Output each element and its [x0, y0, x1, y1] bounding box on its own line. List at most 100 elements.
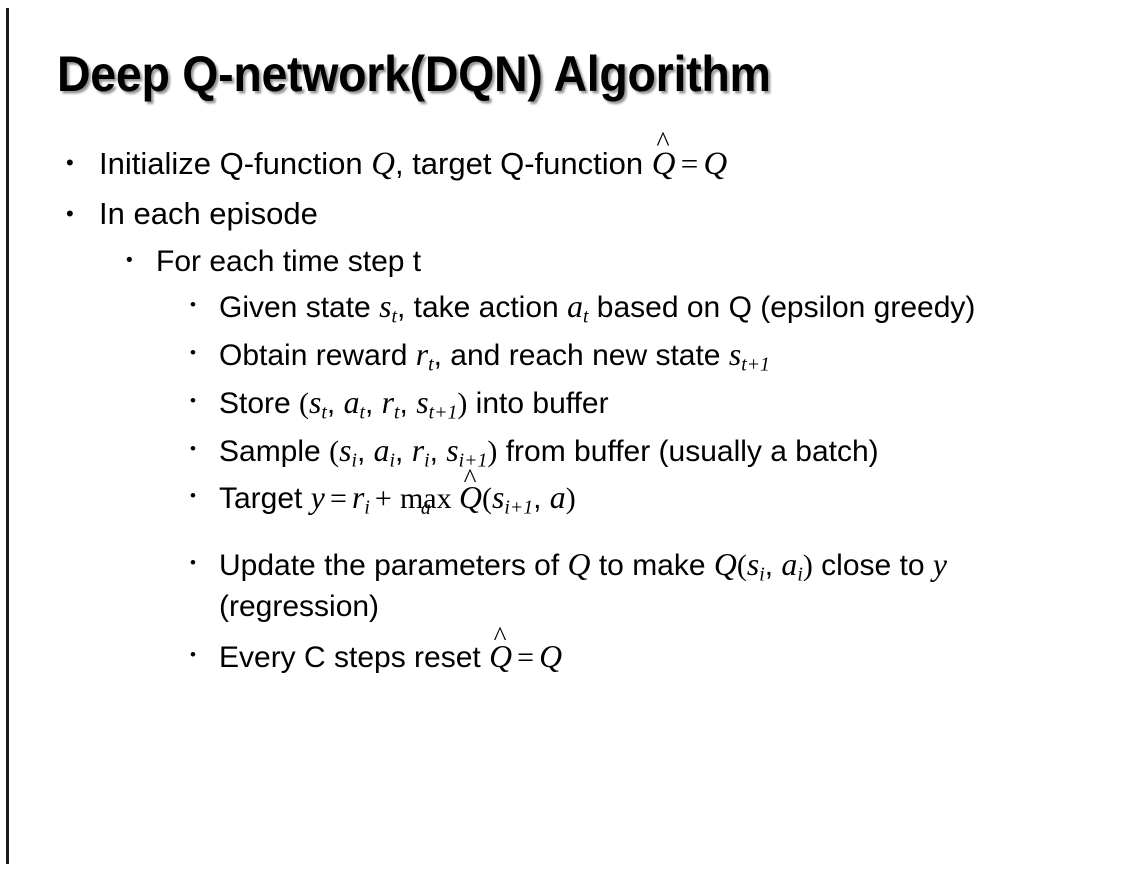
bullet-marker: •	[190, 553, 196, 573]
text-fragment: Given state	[219, 291, 380, 324]
math-subscript-i: i	[759, 563, 765, 586]
text-fragment: , and reach new state	[433, 338, 729, 372]
math-equals: =	[329, 482, 347, 516]
math-var-r: r	[381, 384, 395, 420]
math-separator: ,	[399, 386, 417, 420]
math-var-r: r	[351, 480, 365, 516]
list-item-text: In each episode	[99, 195, 318, 231]
math-subscript-i-plus-1: i+1	[458, 449, 488, 472]
math-equals: =	[517, 640, 535, 674]
list-item-text: Update the parameters of Q to make Q(si,…	[190, 545, 1099, 626]
math-var-s-next: s	[416, 384, 429, 420]
list-item-for-each-time-step: • For each time step t	[0, 242, 1124, 281]
math-var-q: Q	[539, 638, 563, 674]
text-fragment: from buffer (usually a batch)	[497, 434, 879, 468]
math-var-q-hat: ^Q	[652, 128, 676, 186]
text-fragment: Update the parameters of	[219, 549, 568, 583]
math-subscript-i: i	[351, 449, 357, 472]
math-subscript-t: t	[391, 305, 397, 328]
algorithm-bullet-list: • Initialize Q-function Q, target Q-func…	[0, 128, 1124, 682]
text-fragment: Every C steps reset	[219, 640, 490, 674]
math-equals: =	[680, 146, 699, 181]
text-fragment: Target	[219, 482, 311, 516]
math-separator: ,	[365, 386, 382, 420]
max-label: max	[399, 482, 452, 516]
math-var-r: r	[415, 336, 429, 372]
text-fragment: Sample	[219, 434, 330, 468]
math-close-paren: )	[565, 482, 576, 516]
math-close-paren: )	[487, 434, 498, 468]
math-separator: ,	[764, 549, 782, 583]
bullet-marker: •	[190, 342, 196, 362]
math-subscript-i: i	[364, 496, 370, 519]
math-subscript-t: t	[359, 401, 366, 424]
text-fragment: , take action	[396, 291, 568, 324]
math-subscript-t: t	[321, 401, 327, 424]
text-fragment: to make	[590, 549, 714, 583]
text-fragment: close to	[812, 549, 933, 583]
math-subscript-t: t	[582, 305, 589, 328]
math-subscript-t: t	[428, 353, 434, 376]
list-item-update-parameters: • Update the parameters of Q to make Q(s…	[0, 545, 1124, 626]
list-item-text: Initialize Q-function Q, target Q-functi…	[66, 128, 1124, 186]
math-var-s: s	[746, 547, 760, 583]
list-item-text: Store (st, at, rt, st+1) into buffer	[190, 383, 1099, 426]
math-subscript-t-plus-1: t+1	[428, 401, 458, 424]
math-var-a: a	[343, 384, 360, 420]
math-var-q-hat: ^Q	[459, 464, 482, 519]
hat-accent: ^	[493, 620, 507, 651]
math-separator: ,	[326, 386, 344, 420]
text-fragment: , target Q-function	[394, 146, 652, 181]
page-title: Deep Q-network(DQN) Algorithm	[57, 46, 771, 102]
math-var-s: s	[379, 289, 392, 324]
list-item-text: Obtain reward rt, and reach new state st…	[190, 335, 1099, 378]
max-underscript-a: a	[420, 496, 431, 519]
list-item-text: Sample (si, ai, ri, si+1) from buffer (u…	[190, 431, 1099, 474]
math-var-q-base: Q	[489, 638, 513, 674]
math-var-q2: Q	[703, 146, 728, 182]
text-fragment: Store	[219, 386, 300, 420]
bullet-marker: •	[66, 150, 74, 175]
math-subscript-i: i	[797, 563, 803, 586]
bullet-marker: •	[190, 390, 196, 410]
text-fragment: based on Q (epsilon greedy)	[588, 291, 976, 324]
math-var-s: s	[728, 336, 742, 372]
math-separator: ,	[395, 434, 412, 468]
bullet-marker: •	[190, 438, 196, 458]
math-var-a: a	[781, 547, 798, 583]
math-var-q-base: Q	[459, 480, 482, 516]
math-var-a: a	[567, 289, 583, 324]
hat-accent: ^	[656, 126, 670, 158]
math-close-paren: )	[802, 549, 813, 583]
list-item-given-state: • Given state st, take action at based o…	[0, 287, 1124, 330]
math-subscript-i: i	[424, 449, 430, 472]
math-var-q: Q	[371, 146, 395, 182]
math-subscript-t-plus-1: t+1	[741, 353, 770, 376]
math-open-paren: (	[482, 482, 492, 516]
math-subscript-i: i	[389, 449, 396, 472]
math-separator: ,	[429, 434, 447, 468]
list-item-text: For each time step t	[156, 245, 422, 278]
list-item-text: Every C steps reset ^Q=Q	[190, 622, 1099, 678]
text-fragment: into buffer	[467, 386, 609, 420]
math-var-q-hat: ^Q	[489, 622, 513, 678]
bullet-marker: •	[126, 250, 133, 271]
text-fragment: Initialize Q-function	[99, 146, 372, 181]
math-var-r: r	[411, 432, 425, 468]
math-subscript-i-plus-1: i+1	[504, 496, 534, 519]
list-item-text: Given state st, take action at based on …	[190, 287, 1099, 330]
math-var-q2: Q	[713, 547, 737, 583]
math-open-paren: (	[329, 434, 340, 468]
text-fragment: (regression)	[219, 590, 380, 624]
list-item-obtain-reward: • Obtain reward rt, and reach new state …	[0, 335, 1124, 378]
list-item-initialize: • Initialize Q-function Q, target Q-func…	[0, 128, 1124, 186]
list-item-in-each-episode: • In each episode	[0, 194, 1124, 234]
math-var-s: s	[309, 384, 322, 420]
math-close-paren: )	[457, 386, 468, 420]
math-open-paren: (	[736, 549, 747, 583]
math-separator: ,	[356, 434, 374, 468]
list-item-reset-target-network: • Every C steps reset ^Q=Q	[0, 622, 1124, 678]
